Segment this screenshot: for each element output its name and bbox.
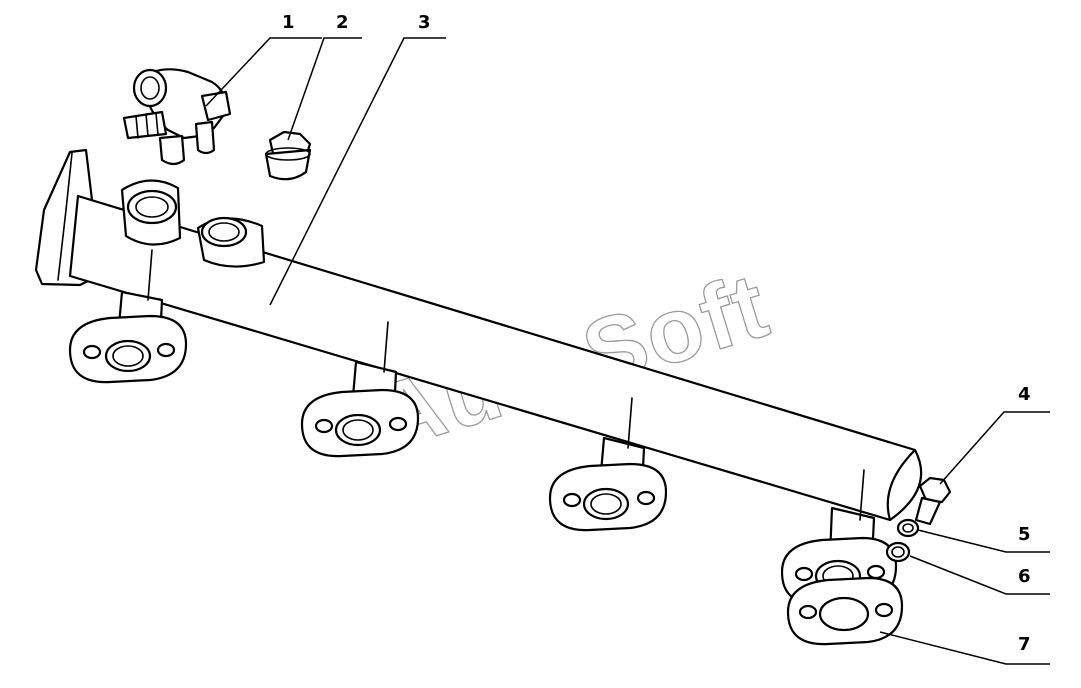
manifold-pipe <box>34 148 923 522</box>
callout-labels: 1 2 3 4 5 6 7 <box>282 12 1031 655</box>
outlet-flange-1 <box>68 290 188 384</box>
sealing-ring <box>885 541 911 563</box>
pipe-top-bosses <box>120 179 266 268</box>
washer-small <box>896 518 920 538</box>
callout-6: 6 <box>1018 566 1031 587</box>
gasket <box>786 576 904 646</box>
callout-5: 5 <box>1018 524 1031 545</box>
leader-lines <box>205 37 1050 665</box>
stub-marks <box>147 249 865 521</box>
callout-2: 2 <box>336 12 349 33</box>
callout-7: 7 <box>1018 634 1031 655</box>
banjo-bolt <box>914 476 952 526</box>
callout-4: 4 <box>1018 384 1031 405</box>
plug-union <box>264 130 312 181</box>
callout-1: 1 <box>282 12 295 33</box>
outlet-flange-2 <box>300 360 420 458</box>
outlet-flange-3 <box>548 436 668 532</box>
callout-3: 3 <box>418 12 431 33</box>
valve-fitting <box>122 68 232 166</box>
